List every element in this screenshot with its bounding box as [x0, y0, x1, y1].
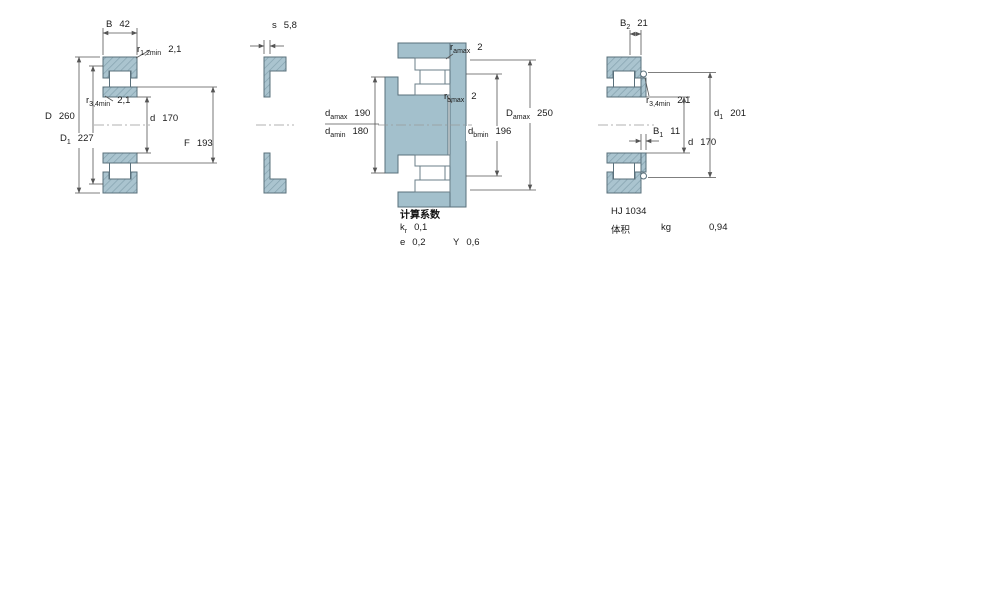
inner-ring-top — [102, 86, 138, 98]
housing-shoulder-bottom — [397, 191, 451, 208]
bearing-section-figure — [102, 56, 138, 194]
bearing-hj-section-figure — [606, 56, 647, 194]
outer-ring-bottom — [606, 171, 642, 194]
fig2-dimension-lines — [250, 40, 284, 54]
roller-top — [613, 70, 635, 88]
roller-bottom — [613, 162, 635, 180]
roller-top — [109, 70, 131, 88]
inner-ring-bottom — [102, 152, 138, 164]
fillet-marker-top — [640, 70, 647, 78]
inner-ring-top — [606, 86, 642, 98]
inner-ring-bottom — [606, 152, 642, 164]
hj-ring-bottom — [640, 152, 647, 173]
fig1-dimension-lines — [75, 28, 217, 194]
hj-designation: HJ 1034 — [611, 206, 647, 217]
mounted-bearing-outline — [414, 57, 451, 193]
volume-unit: kg — [661, 222, 672, 233]
fig4-dimension-lines — [629, 30, 716, 178]
angle-ring-bottom — [263, 152, 287, 194]
fillet-marker-bottom — [640, 172, 647, 180]
fig3-dimension-lines — [325, 53, 536, 191]
roller-bottom — [109, 162, 131, 180]
calculation-factors-title: 计算系数 — [400, 210, 440, 221]
angle-ring-section-figure — [263, 56, 287, 194]
volume-value: 0,94 — [709, 222, 728, 233]
angle-ring-top — [263, 56, 287, 98]
housing-shoulder-top — [397, 42, 451, 59]
outer-ring-bottom — [102, 171, 138, 194]
volume-label: 体积 — [611, 225, 631, 236]
hj-ring-top — [640, 77, 647, 98]
